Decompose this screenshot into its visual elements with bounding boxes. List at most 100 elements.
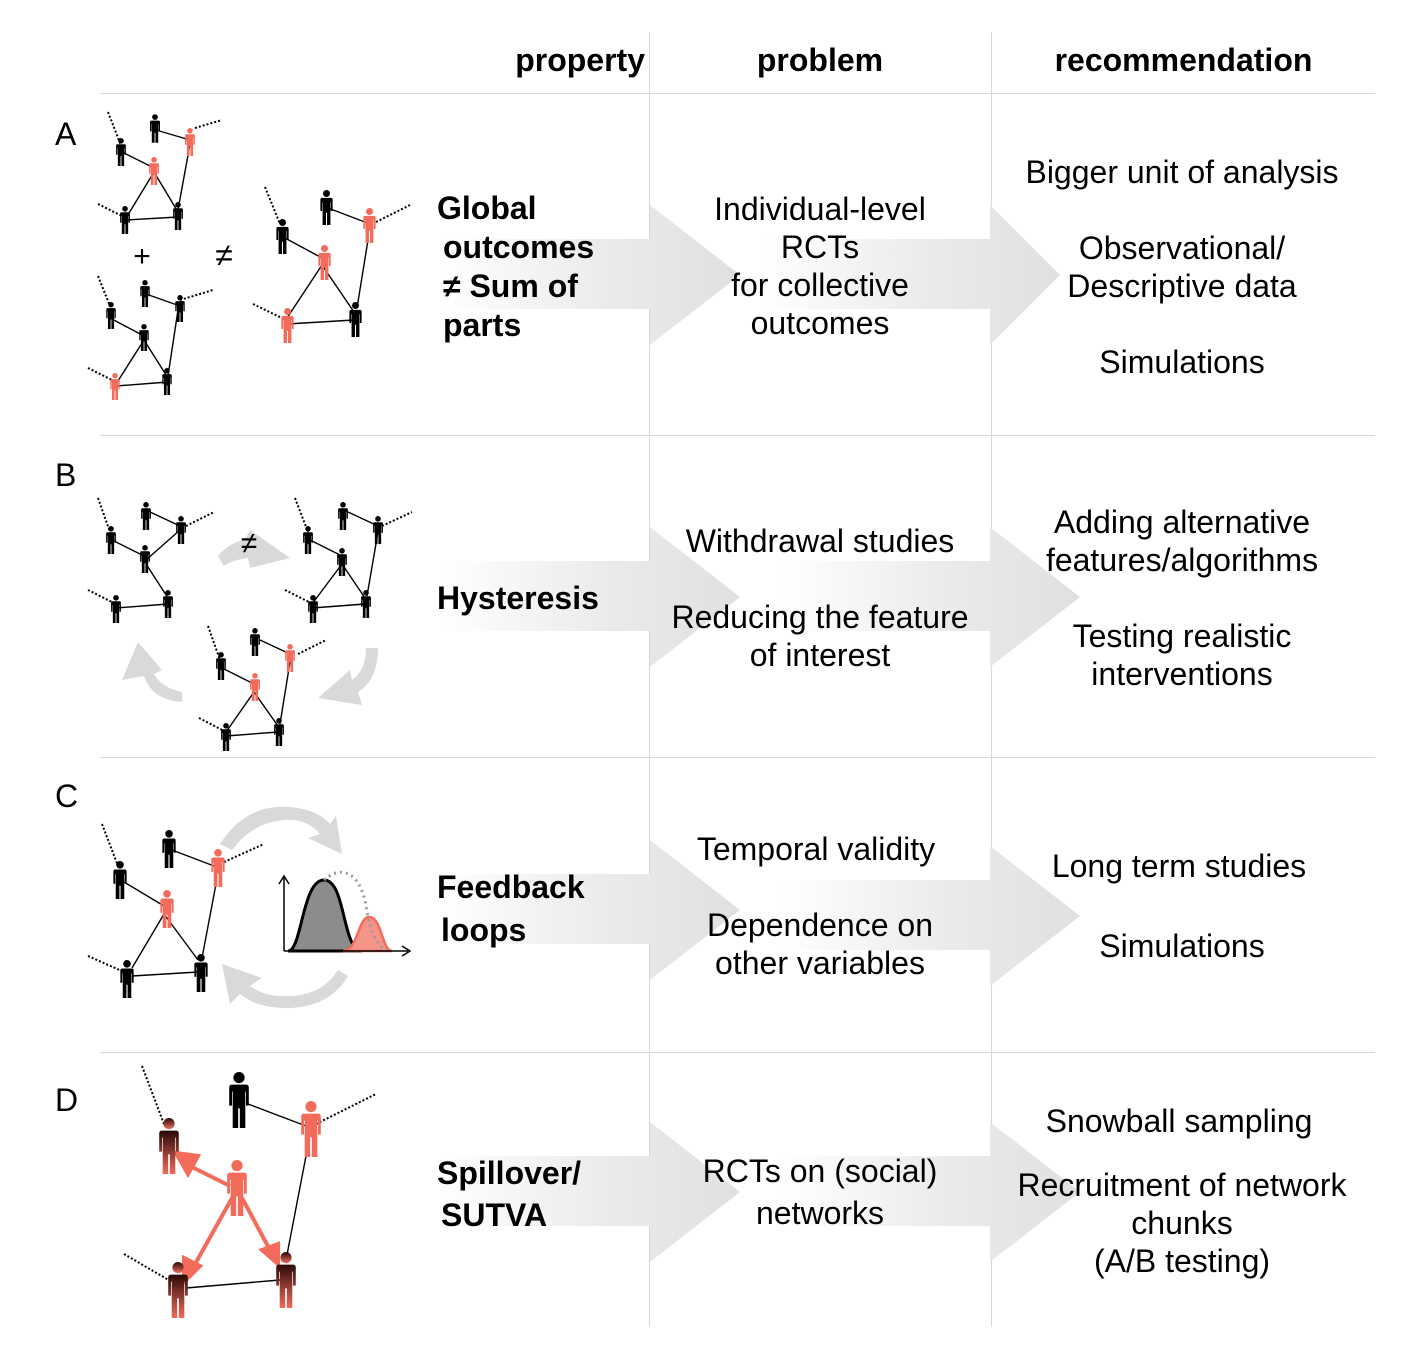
row-divider-cd	[100, 1052, 1375, 1053]
person-icon	[150, 114, 160, 143]
property-line: Feedback	[437, 869, 585, 905]
property-line: SUTVA	[441, 1197, 548, 1233]
header-property: property	[515, 42, 645, 78]
cycle-arrows-c	[220, 806, 348, 1009]
row-label-d: D	[55, 1082, 79, 1118]
person-icon	[194, 954, 208, 992]
arrow-head-icon	[258, 1241, 280, 1269]
cycle-arrow-icon	[218, 530, 290, 568]
person-icon	[211, 849, 225, 887]
property-b: Hysteresis	[437, 579, 599, 618]
person-icon	[337, 548, 347, 576]
person-icon	[113, 861, 127, 899]
problem-c: Temporal validity Dependence on other va…	[650, 830, 990, 982]
arrow-a-1	[440, 205, 740, 345]
arrow-b-2	[780, 527, 1080, 667]
network-a-bottom	[87, 275, 214, 387]
cycle-arrow-icon	[220, 806, 342, 854]
person-icon	[140, 280, 150, 307]
problem-b: Withdrawal studies Reducing the feature …	[650, 522, 990, 674]
arrow-c-1	[440, 840, 740, 980]
person-icon	[229, 1072, 249, 1128]
row-divider-bc	[100, 757, 1375, 758]
distribution-original	[287, 878, 363, 953]
header-problem: problem	[756, 42, 884, 78]
column-divider-1	[649, 32, 650, 1327]
header-recommendation: recommendation	[1054, 42, 1313, 78]
recommendation-line: Simulations	[1099, 344, 1265, 380]
person-icons-c	[113, 830, 225, 998]
arrow-d-2	[780, 1122, 1080, 1262]
problem-line: other variables	[715, 945, 925, 981]
property-line: Global	[437, 190, 537, 226]
header-divider	[100, 93, 1375, 94]
plus-symbol: +	[133, 240, 151, 273]
recommendation-c: Long term studies Simulations	[992, 845, 1372, 967]
person-icon	[159, 1118, 179, 1174]
recommendation-line: (A/B testing)	[1093, 1243, 1271, 1279]
person-icon	[160, 890, 174, 928]
row-label-a: A	[55, 116, 77, 152]
person-icon	[320, 190, 333, 225]
person-icon	[111, 595, 121, 623]
arrow-c-2	[780, 846, 1080, 986]
recommendation-line: Simulations	[1099, 928, 1265, 964]
person-icon	[162, 830, 176, 868]
person-icon	[363, 208, 376, 243]
problem-line: RCTs	[780, 229, 860, 265]
recommendation-line: chunks	[1131, 1205, 1233, 1241]
arrow-a-2	[760, 205, 1060, 345]
x-axis-arrow-icon	[401, 945, 412, 957]
person-icon	[373, 516, 383, 544]
illustration-a: + ≠	[87, 111, 411, 400]
person-icon	[281, 308, 294, 343]
column-divider-2	[991, 32, 992, 1327]
problem-line: Withdrawal studies	[685, 523, 955, 559]
recommendation-line: interventions	[1091, 656, 1273, 692]
person-icons-d	[159, 1072, 321, 1318]
cycle-arrows-b	[122, 530, 378, 705]
property-line: Spillover/	[437, 1155, 582, 1191]
recommendation-line: Snowball sampling	[1045, 1103, 1313, 1139]
property-c: Feedback loops	[437, 866, 585, 952]
spillover-arrows	[172, 1150, 280, 1287]
row-label-b: B	[55, 457, 77, 493]
problem-d: RCTs on (social) networks	[650, 1150, 990, 1234]
property-a: Global outcomes ≠ Sum of parts	[437, 189, 594, 345]
not-equal-symbol: ≠	[241, 527, 257, 560]
person-icon	[185, 128, 195, 156]
arrow-head-icon	[182, 1254, 204, 1287]
recommendation-line: Descriptive data	[1067, 268, 1297, 304]
property-line: outcomes	[443, 229, 595, 265]
property-line: parts	[443, 307, 522, 343]
problem-line: of interest	[749, 637, 891, 673]
person-icon	[141, 502, 151, 530]
person-icon	[250, 628, 260, 656]
property-d: Spillover/ SUTVA	[437, 1152, 581, 1236]
person-icon	[338, 502, 348, 530]
cycle-arrow-icon	[122, 642, 182, 702]
recommendation-a: Bigger unit of analysis Observational/ D…	[992, 153, 1372, 381]
row-divider-ab	[100, 435, 1375, 436]
problem-line: Reducing the feature	[671, 599, 969, 635]
person-icon	[276, 219, 289, 254]
problem-a: Individual-level RCTs for collective out…	[650, 190, 990, 342]
illustration-b: ≠	[87, 497, 413, 751]
recommendation-b: Adding alternative features/algorithms T…	[992, 503, 1372, 693]
distribution-shifted	[342, 915, 393, 953]
person-icon	[116, 138, 126, 166]
problem-line: Temporal validity	[696, 831, 936, 867]
person-icon	[216, 652, 226, 680]
property-line: ≠ Sum of	[443, 268, 578, 304]
person-icon	[106, 302, 116, 329]
cycle-arrow-icon	[222, 964, 348, 1009]
distribution-chart	[278, 870, 412, 957]
recommendation-line: Bigger unit of analysis	[1025, 154, 1339, 190]
person-icon	[149, 157, 159, 185]
recommendation-line: Observational/	[1078, 230, 1286, 266]
problem-line: outcomes	[750, 305, 890, 341]
not-equal-symbol: ≠	[215, 237, 233, 273]
cycle-arrow-icon	[318, 648, 378, 705]
network-a-right	[252, 186, 411, 325]
problem-line: RCTs on (social)	[702, 1153, 938, 1189]
